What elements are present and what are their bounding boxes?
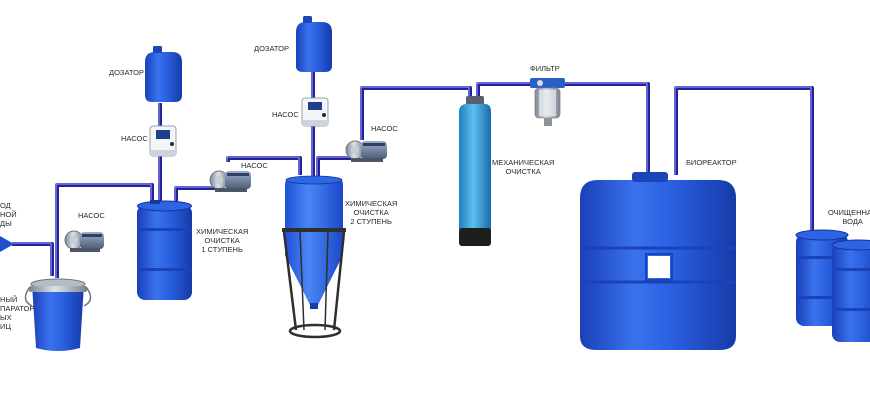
pipe-separator-to-tank1 (55, 183, 154, 278)
dosing-pump-1 (149, 125, 177, 157)
label-separator-line-1: НЫЙ (0, 295, 18, 304)
label-inlet-line-1: ОД (0, 201, 11, 210)
label-pump-2: НАСОС (241, 161, 268, 170)
tank-chem-2-cone (282, 175, 346, 339)
label-separator-line-2: ПАРАТОР (0, 304, 35, 313)
separator-bucket (24, 278, 92, 351)
label-chem-stage-2: ХИМИЧЕСКАЯ ОЧИСТКА 2 СТУПЕНЬ (345, 199, 398, 226)
pump-2 (209, 170, 251, 192)
pipe-filter-to-bioreactor (565, 82, 650, 175)
mechanical-column (459, 96, 491, 246)
label-pump-dosing-1: НАСОС (121, 134, 148, 143)
label-mech-cleaning: МЕХАНИЧЕСКАЯ ОЧИСТКА (492, 158, 555, 176)
label-pump-3: НАСОС (371, 124, 398, 133)
pipe-inlet (12, 242, 54, 276)
inlet-arrow-icon (0, 236, 14, 252)
label-dosing-1: ДОЗАТОР (109, 68, 144, 77)
pipe-tank1-to-pump2 (174, 180, 217, 205)
dosing-canister-1 (145, 46, 182, 102)
label-separator-line-4: ИЦ (0, 322, 11, 331)
label-filter: ФИЛЬТР (530, 64, 560, 73)
clean-water-drum-front (831, 239, 870, 342)
pipes (12, 72, 814, 278)
label-clean-water: ОЧИЩЕННАЯ ВОДА (828, 208, 870, 226)
dosing-pump-2 (301, 97, 329, 127)
pipe-column-to-filter (476, 82, 530, 104)
label-separator: НЫЙ ПАРАТОР ЫХ ИЦ (0, 295, 34, 331)
cartridge-filter (530, 78, 565, 126)
pump-3 (345, 140, 387, 162)
pipe-pump2-to-cone (226, 156, 302, 175)
dosing-canister-2 (296, 16, 332, 72)
label-inlet: ОД НОЙ ДЫ (0, 201, 17, 228)
label-separator-line-3: ЫХ (0, 313, 12, 322)
tank-chem-1 (137, 200, 192, 300)
label-bioreactor: БИОРЕАКТОР (686, 158, 737, 167)
label-chem-stage-1: ХИМИЧЕСКАЯ ОЧИСТКА 1 СТУПЕНЬ (196, 227, 249, 254)
label-inlet-line-2: НОЙ (0, 210, 17, 219)
pump-1 (64, 230, 104, 252)
label-dosing-2: ДОЗАТОР (254, 44, 289, 53)
label-pump-1: НАСОС (78, 211, 105, 220)
label-inlet-line-3: ДЫ (0, 219, 12, 228)
label-pump-dosing-2: НАСОС (272, 110, 299, 119)
pipe-bioreactor-to-clean (674, 86, 814, 238)
bioreactor-tank (580, 172, 736, 350)
